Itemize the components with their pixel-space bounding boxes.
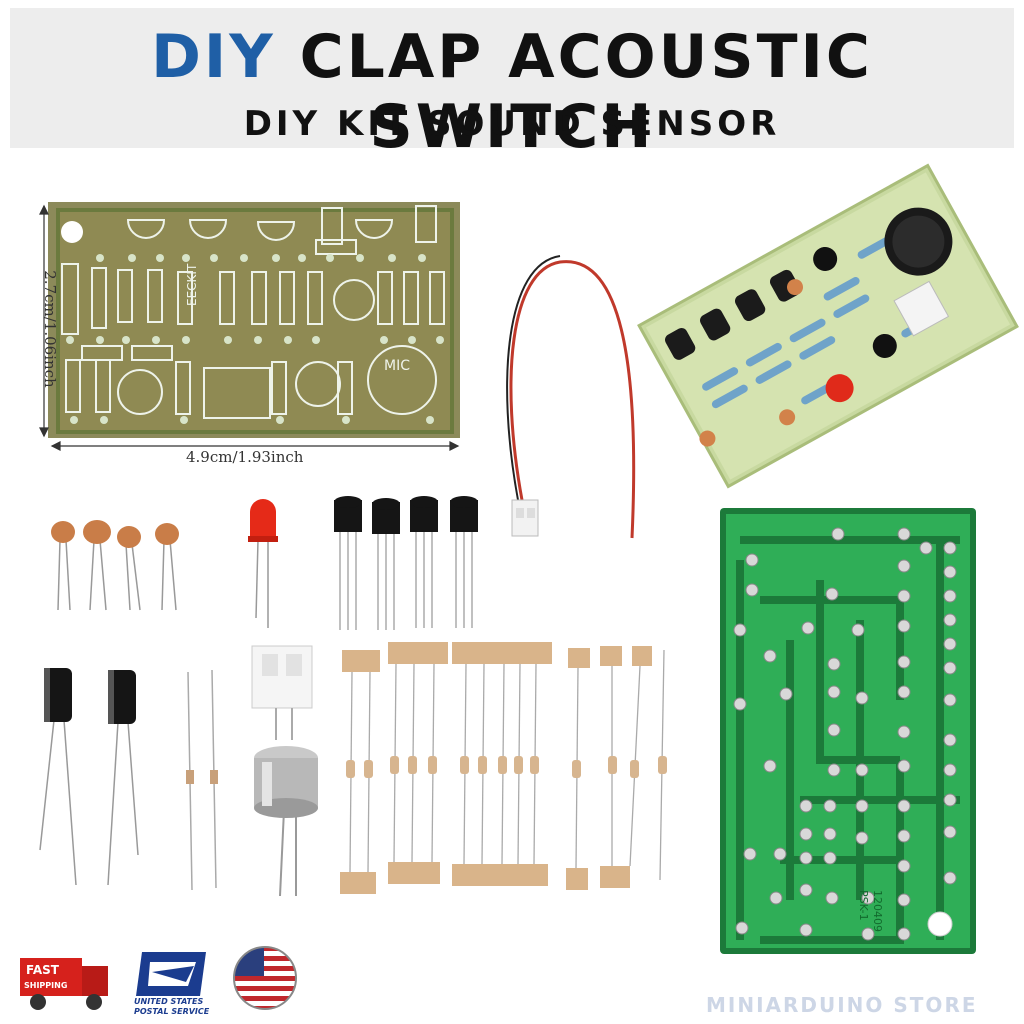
title-diy: DIY	[151, 22, 276, 92]
jst-wire	[506, 255, 636, 539]
us-flag-icon	[233, 946, 297, 1010]
jst-header	[251, 645, 313, 740]
product-subtitle: DIY KIT SOUND SENSOR	[243, 104, 781, 144]
electrolytic-capacitors	[39, 668, 139, 886]
pcb-brand-label: EECKIT	[185, 263, 199, 306]
title-banner: DIY CLAP ACOUSTIC SWITCH DIY KIT SOUND S…	[10, 8, 1014, 162]
fast-label: FAST	[26, 963, 60, 977]
pcb-copper-side: 120409 PSK-1	[720, 508, 976, 954]
usps-line1: UNITED STATES	[134, 997, 203, 1006]
dimension-lines	[39, 204, 460, 451]
assembled-board	[637, 163, 1019, 489]
microphone	[254, 746, 318, 897]
title-rest: CLAP ACOUSTIC SWITCH	[275, 22, 873, 162]
resistors	[340, 642, 667, 894]
usps-logo: UNITED STATES POSTAL SERVICE	[134, 952, 210, 1016]
pcb-mic-label: MIC	[384, 358, 410, 374]
height-dimension-label: 2.7cm/1.06inch	[41, 270, 59, 388]
diodes	[186, 669, 218, 891]
usps-line2: POSTAL SERVICE	[134, 1007, 210, 1016]
store-watermark: MINIARDUINO STORE	[706, 993, 978, 1017]
width-dimension-label: 4.9cm/1.93inch	[186, 448, 304, 466]
ceramic-capacitors	[51, 520, 179, 611]
pcb-part-code: PSK-1	[857, 890, 870, 921]
fast-shipping-badge: FAST SHIPPING	[20, 958, 108, 1010]
product-title: DIY CLAP ACOUSTIC SWITCH	[10, 22, 1014, 162]
pcb-date-code: 120409	[871, 890, 884, 932]
led	[248, 499, 278, 628]
pcb-top-view: MIC EECKIT	[48, 202, 460, 438]
transistors	[334, 496, 478, 630]
shipping-label: SHIPPING	[24, 981, 67, 990]
